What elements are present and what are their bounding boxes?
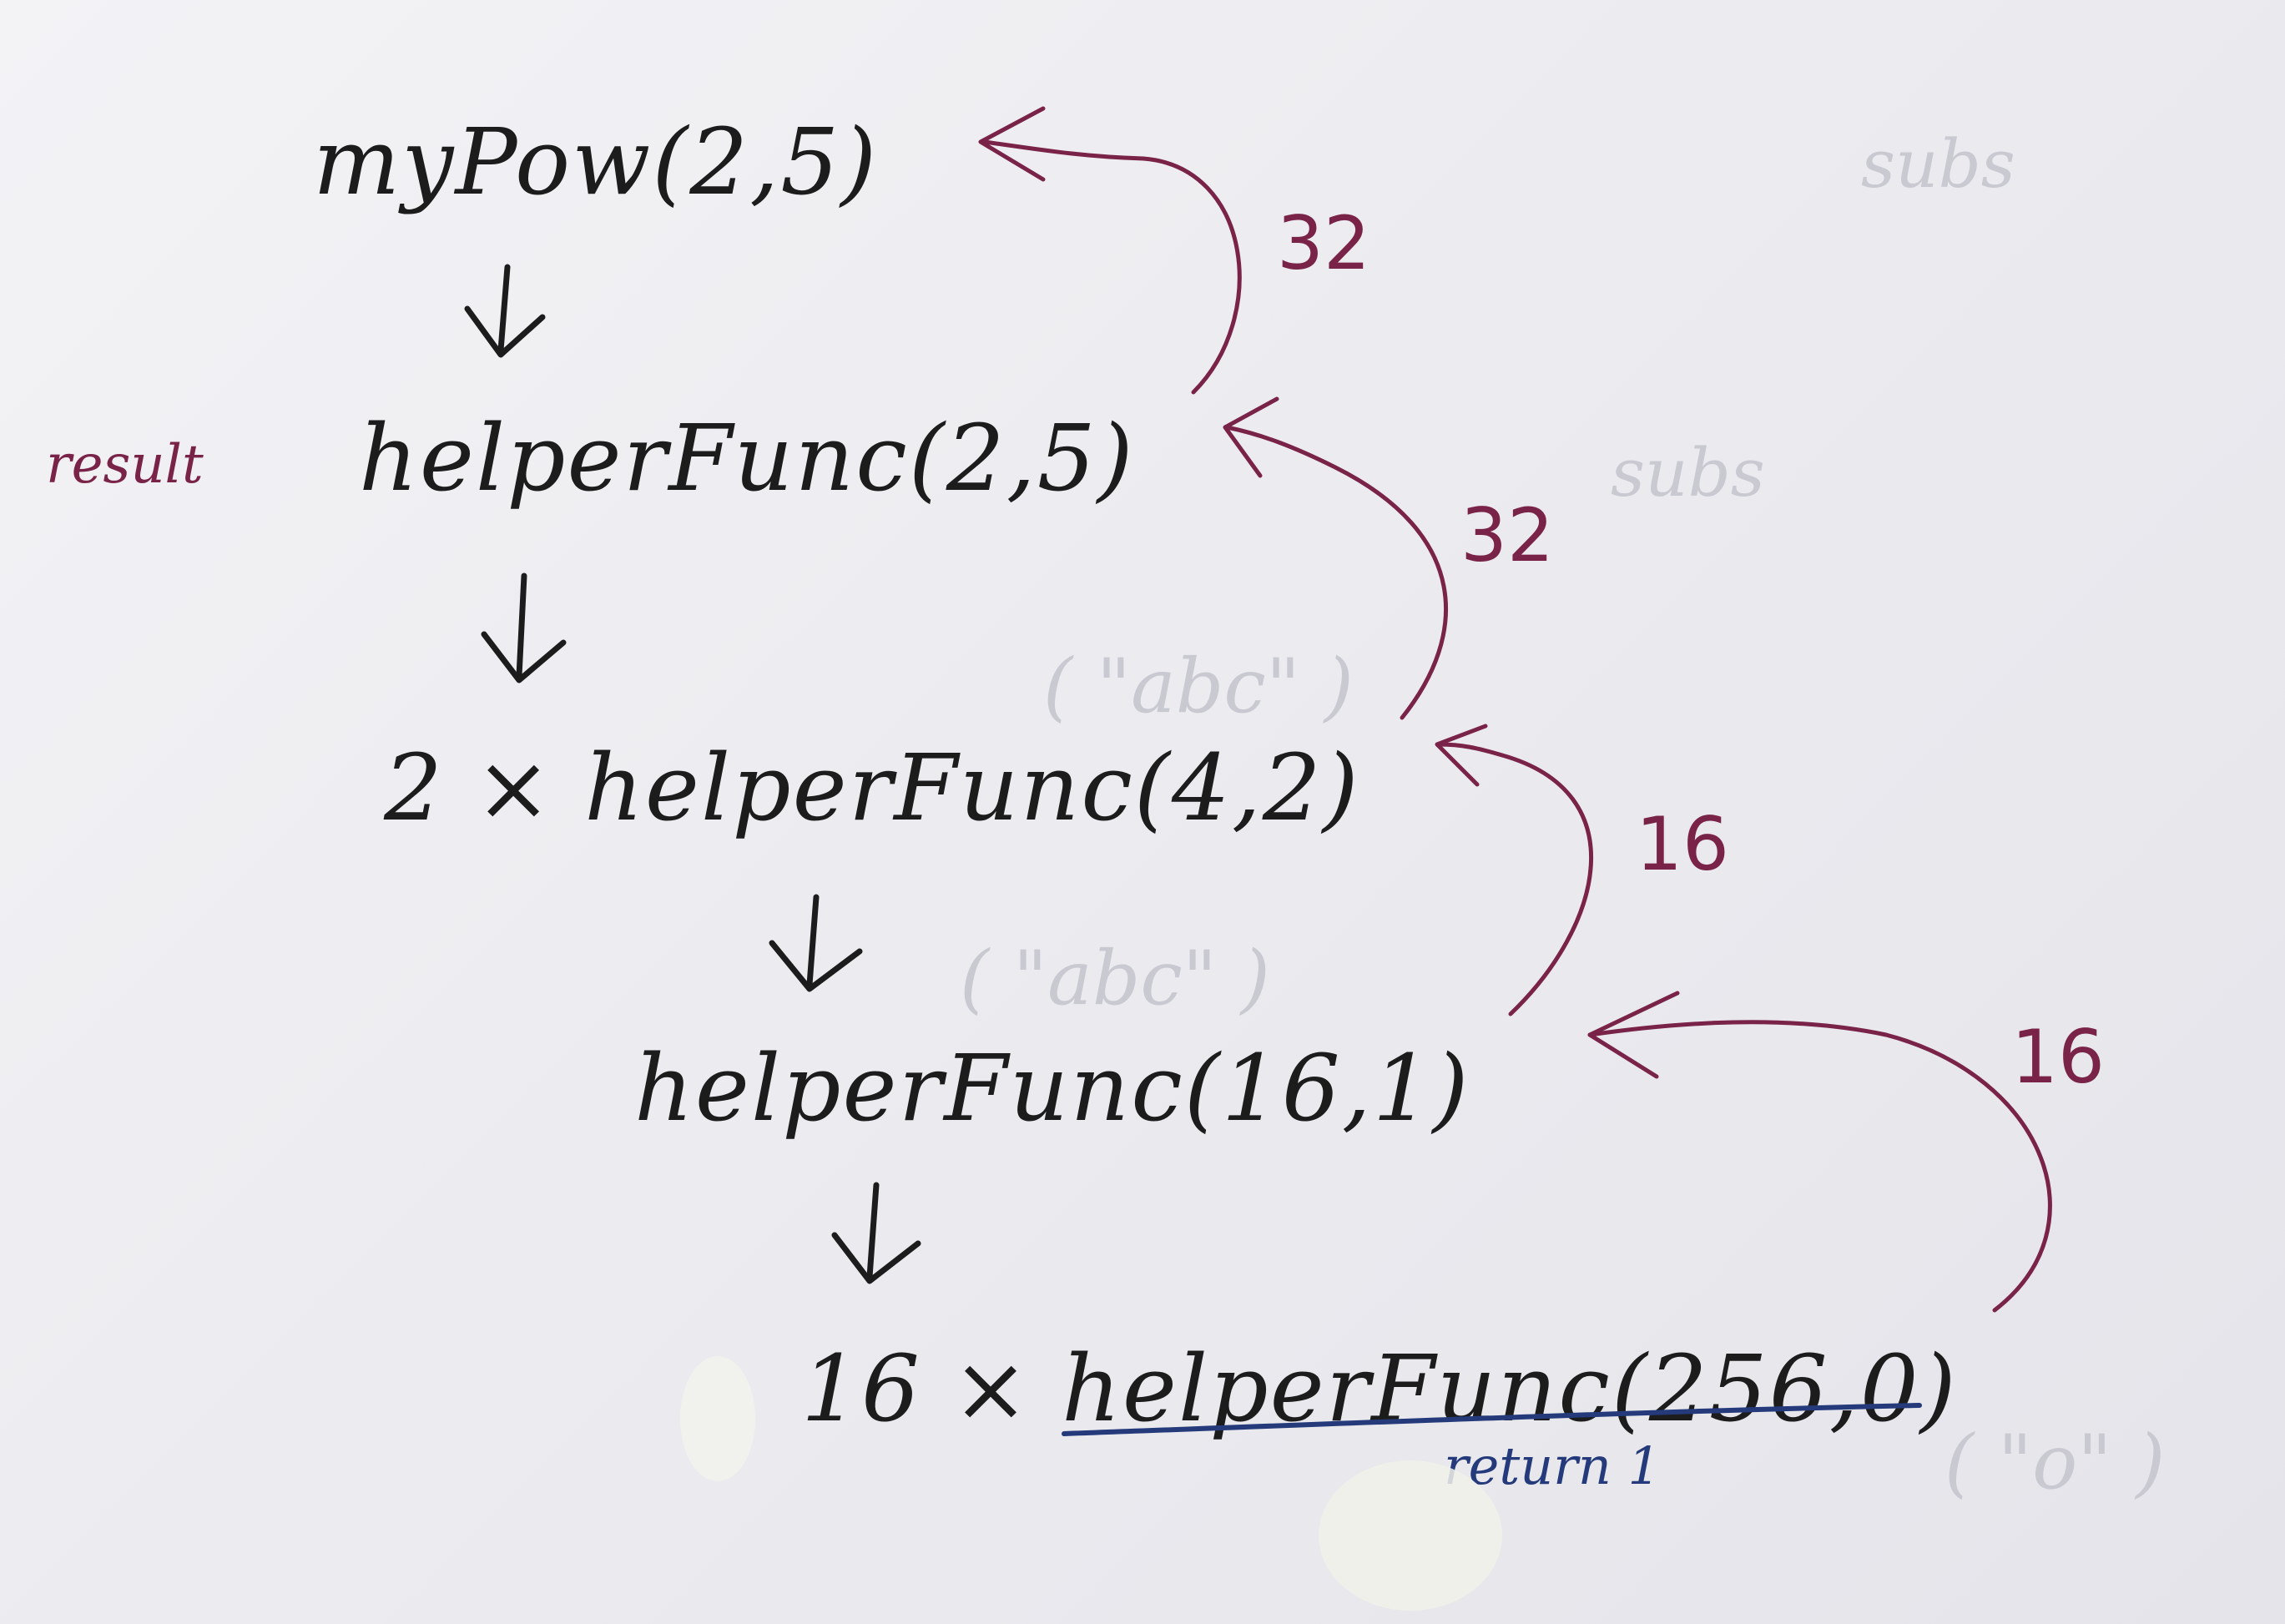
return-arrow-level2-to-level1 bbox=[1223, 396, 1448, 720]
down-arrow-4 bbox=[831, 1182, 921, 1284]
call-helperfunc-2-5: helperFunc(2,5) bbox=[359, 405, 1135, 512]
down-arrow-1 bbox=[464, 264, 546, 358]
bleed-through-text: subs bbox=[1611, 434, 1765, 512]
bleed-through-text: ( "abc" ) bbox=[1043, 643, 1354, 730]
return-arrow-level1-to-root bbox=[978, 106, 1242, 395]
return-value-32-top: 32 bbox=[1277, 200, 1370, 286]
bleed-through-text: subs bbox=[1861, 125, 2015, 203]
return-note: return 1 bbox=[1444, 1435, 1661, 1496]
return-value-16-bottom: 16 bbox=[2011, 1014, 2105, 1100]
return-arrow-level4-to-level3 bbox=[1587, 991, 2052, 1313]
paper-stain bbox=[1319, 1460, 1502, 1611]
call-helperfunc-16-1: helperFunc(16,1) bbox=[634, 1035, 1470, 1142]
call-helperfunc-4-2: 2 × helperFunc(4,2) bbox=[384, 734, 1360, 841]
base-case-underline bbox=[1062, 1403, 1922, 1436]
paper-stain bbox=[680, 1356, 755, 1481]
down-arrow-3 bbox=[769, 894, 863, 992]
bleed-through-text: ( "abc" ) bbox=[960, 935, 1270, 1022]
bleed-through-text: ( "o" ) bbox=[1945, 1419, 2166, 1506]
result-label: result bbox=[46, 434, 204, 496]
return-value-32-second: 32 bbox=[1460, 492, 1554, 578]
return-arrow-level3-to-level2 bbox=[1435, 724, 1593, 1016]
down-arrow-2 bbox=[481, 572, 567, 683]
return-value-16-third: 16 bbox=[1636, 801, 1729, 887]
call-mypow: myPow(2,5) bbox=[313, 108, 879, 215]
